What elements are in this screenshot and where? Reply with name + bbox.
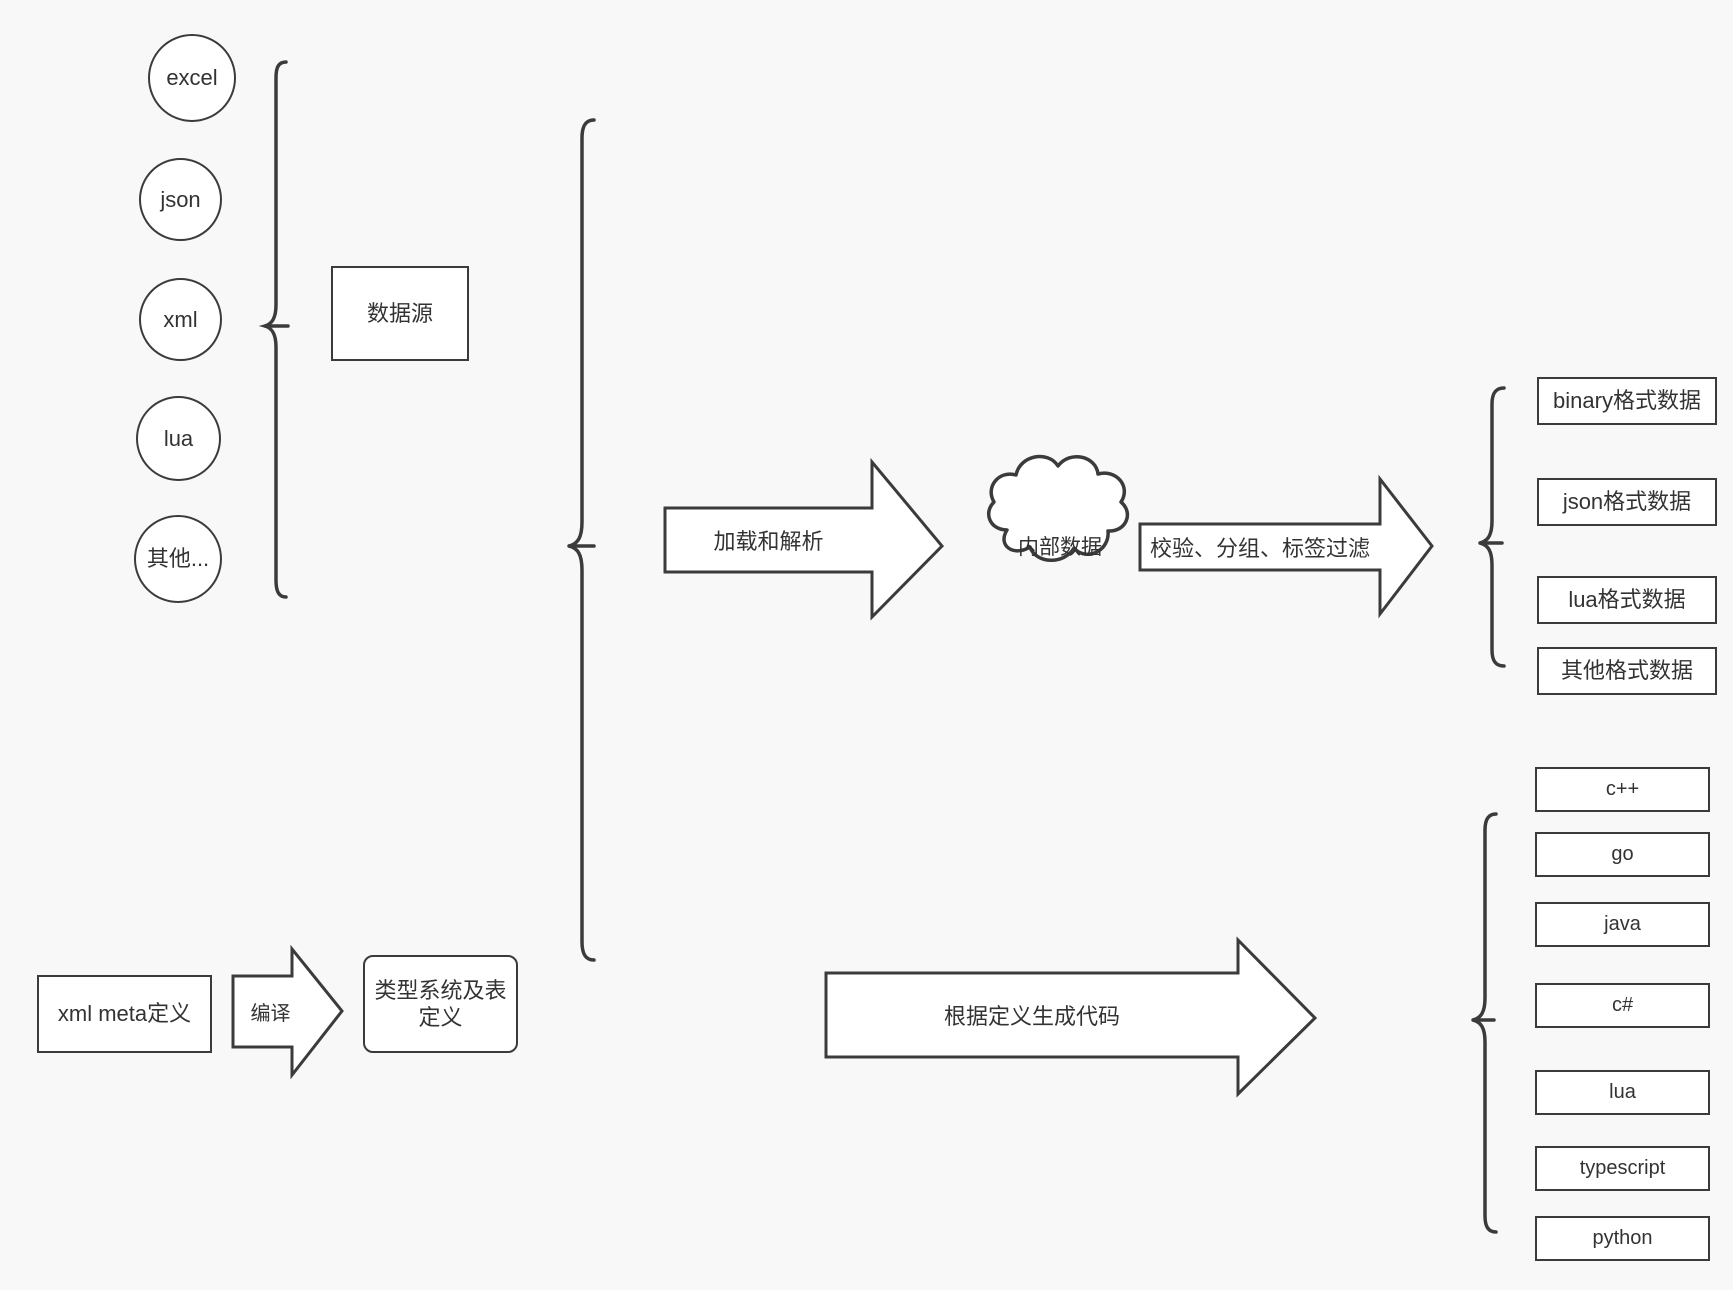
output-format-binary[interactable]: binary格式数据	[1537, 377, 1717, 425]
source-node-json[interactable]: json	[139, 158, 222, 241]
output-language-label: java	[1604, 913, 1641, 935]
brace-output-languages	[1472, 812, 1498, 1234]
output-language-label: c#	[1611, 994, 1634, 1016]
arrow-load-parse	[663, 457, 945, 621]
output-language-java[interactable]: java	[1535, 902, 1710, 947]
output-language-lua[interactable]: lua	[1535, 1070, 1710, 1115]
cloud-internal-data	[987, 454, 1130, 562]
output-language-go[interactable]: go	[1535, 832, 1710, 877]
output-language-label: python	[1592, 1227, 1653, 1249]
output-format-lua[interactable]: lua格式数据	[1537, 576, 1717, 624]
output-format-other[interactable]: 其他格式数据	[1537, 647, 1717, 695]
output-language-label: c++	[1605, 778, 1640, 800]
source-node-excel[interactable]: excel	[148, 34, 236, 122]
output-language-label: typescript	[1579, 1157, 1666, 1179]
arrow-validate-group-filter	[1138, 474, 1434, 619]
type-system-box[interactable]: 类型系统及表定义	[363, 955, 518, 1053]
output-language-csharp[interactable]: c#	[1535, 983, 1710, 1028]
output-format-label: 其他格式数据	[1560, 658, 1693, 684]
brace-data-sources	[258, 60, 288, 599]
xml-meta-definition-label: xml meta定义	[57, 1001, 192, 1027]
source-node-lua[interactable]: lua	[136, 396, 221, 481]
data-source-group-box[interactable]: 数据源	[331, 266, 469, 361]
brace-output-formats	[1479, 386, 1506, 668]
arrow-compile	[231, 944, 344, 1080]
output-format-label: lua格式数据	[1568, 587, 1686, 613]
source-node-other[interactable]: 其他...	[134, 515, 222, 603]
source-label: 其他...	[146, 546, 210, 572]
output-format-json[interactable]: json格式数据	[1537, 478, 1717, 526]
source-label: excel	[166, 65, 218, 91]
output-language-label: go	[1611, 843, 1634, 865]
brace-pipeline-input	[568, 118, 596, 962]
source-label: lua	[163, 425, 194, 451]
data-source-group-label: 数据源	[366, 300, 433, 326]
source-label: json	[160, 186, 201, 212]
type-system-label: 类型系统及表定义	[374, 977, 507, 1031]
output-language-python[interactable]: python	[1535, 1216, 1710, 1261]
output-format-label: json格式数据	[1562, 489, 1692, 515]
arrow-generate-code	[824, 936, 1318, 1098]
source-label: xml	[163, 306, 198, 332]
output-language-cpp[interactable]: c++	[1535, 767, 1710, 812]
output-language-label: lua	[1609, 1081, 1636, 1103]
xml-meta-definition-box[interactable]: xml meta定义	[37, 975, 212, 1053]
output-language-typescript[interactable]: typescript	[1535, 1146, 1710, 1191]
output-format-label: binary格式数据	[1553, 388, 1701, 414]
source-node-xml[interactable]: xml	[139, 278, 222, 361]
